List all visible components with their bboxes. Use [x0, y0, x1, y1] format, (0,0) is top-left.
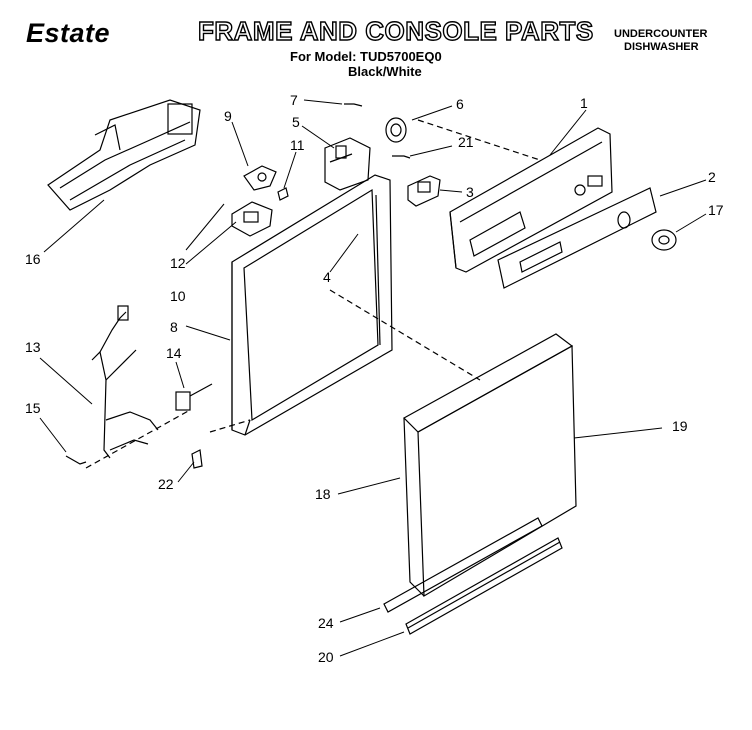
callout-20: 20 — [318, 649, 334, 665]
callout-7: 7 — [290, 92, 298, 108]
callout-15: 15 — [25, 400, 41, 416]
part-19-door-panel — [403, 333, 577, 598]
page-title: FRAME AND CONSOLE PARTS — [197, 15, 594, 46]
part-6-knob — [385, 117, 407, 143]
callout-12: 12 — [170, 255, 186, 271]
callout-2: 2 — [708, 169, 716, 185]
callout-1: 1 — [580, 95, 588, 111]
part-3-switch — [407, 175, 441, 207]
callout-6: 6 — [456, 96, 464, 112]
part-20-bottom-trim — [405, 537, 563, 635]
part-24-trim-strip — [383, 517, 543, 613]
part-2-control-panel — [497, 187, 657, 289]
part-11-clip — [277, 187, 289, 201]
leader-dashed-console — [417, 119, 541, 161]
callout-21: 21 — [458, 134, 474, 150]
part-22-clip — [191, 449, 203, 469]
callout-13: 13 — [25, 339, 41, 355]
callout-9: 9 — [224, 108, 232, 124]
callout-11: 11 — [290, 137, 305, 153]
callout-18: 18 — [315, 486, 331, 502]
callout-labels: 1 2 3 4 5 6 7 8 9 10 11 12 13 14 15 16 1… — [25, 92, 724, 665]
leader-dashed-frame — [209, 419, 251, 433]
brand-logo: Estate — [26, 18, 111, 48]
callout-10: 10 — [170, 288, 186, 304]
callout-17: 17 — [708, 202, 724, 218]
part-13-wire-harness — [91, 305, 159, 459]
part-5-timer — [324, 137, 371, 191]
callout-16: 16 — [25, 251, 41, 267]
leader-dashed-15 — [85, 409, 191, 469]
callout-14: 14 — [166, 345, 182, 361]
product-type-line2: DISHWASHER — [624, 41, 699, 53]
part-14-connector — [175, 383, 213, 411]
callout-22: 22 — [158, 476, 174, 492]
callout-8: 8 — [170, 319, 178, 335]
product-type-line1: UNDERCOUNTER — [614, 28, 708, 40]
part-16-dispenser — [47, 99, 201, 211]
callout-5: 5 — [292, 114, 300, 130]
color-variant: Black/White — [348, 64, 422, 79]
part-7-screw — [344, 103, 363, 107]
part-10-bracket — [231, 201, 273, 237]
callout-24: 24 — [318, 615, 334, 631]
leader-dashed-4 — [329, 289, 481, 381]
callout-3: 3 — [466, 184, 474, 200]
model-number: For Model: TUD5700EQ0 — [290, 49, 442, 64]
callout-19: 19 — [672, 418, 688, 434]
part-17-knob — [651, 229, 677, 251]
part-15-screw — [65, 455, 87, 465]
leader-lines — [39, 99, 707, 657]
part-1-console — [449, 127, 613, 273]
callout-4: 4 — [323, 269, 331, 285]
part-8-door-frame — [231, 174, 393, 436]
part-9-switch — [243, 165, 277, 191]
part-21-screw — [392, 155, 411, 159]
